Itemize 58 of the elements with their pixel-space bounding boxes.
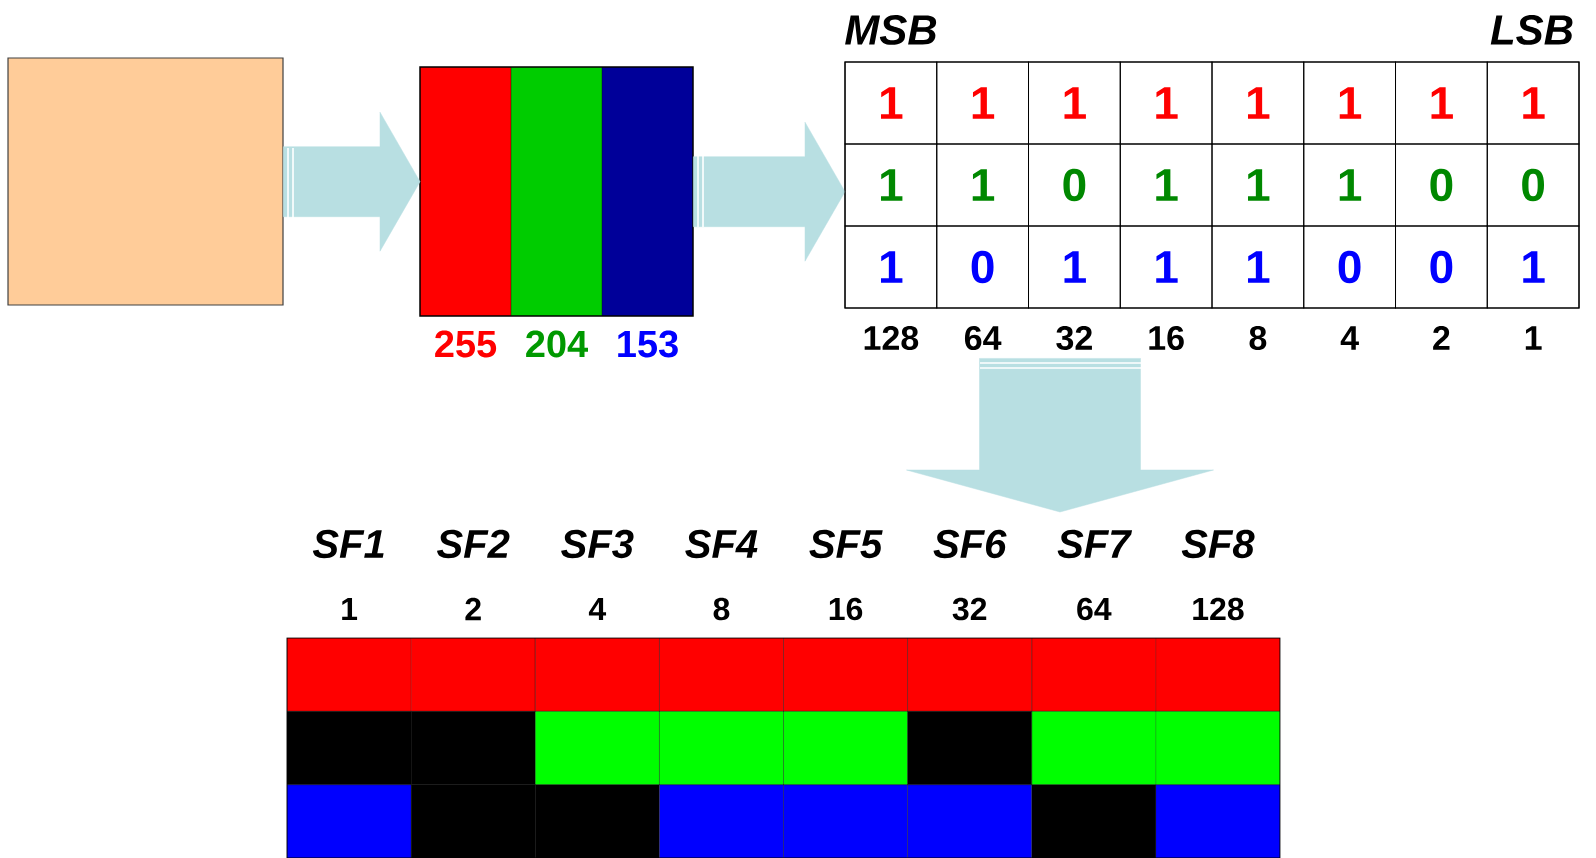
- table-cell: 1: [1211, 61, 1305, 145]
- table-cell: 1: [1211, 143, 1305, 227]
- table-cell: 1: [1119, 61, 1213, 145]
- weight-label: 8: [713, 597, 730, 621]
- weight-label: 32: [1056, 325, 1092, 351]
- table-cell: 1: [1303, 61, 1396, 145]
- subframe-label: SF1: [312, 529, 384, 559]
- weight-label: 4: [588, 598, 607, 620]
- table-cell: 1: [1303, 143, 1396, 227]
- table-cell: 0: [1486, 143, 1580, 227]
- weight-label: 64: [1077, 597, 1112, 621]
- table-cell: 0: [1395, 143, 1488, 227]
- value-label: 153: [618, 330, 678, 358]
- bit-order-label: MSB: [845, 15, 937, 45]
- weight-label: 128: [864, 325, 919, 351]
- table-cell: 1: [844, 143, 938, 227]
- subframe-label: SF7: [1057, 529, 1133, 559]
- block-arrow: [693, 121, 846, 262]
- subframe-label: SF4: [685, 529, 758, 559]
- weight-label: 128: [1193, 597, 1244, 621]
- weight-label: 1: [1525, 326, 1542, 350]
- table-cell: 1: [1486, 61, 1580, 145]
- weight-label: 64: [964, 325, 1002, 351]
- subframe-label: SF2: [437, 529, 510, 559]
- table-cell: 1: [1211, 225, 1305, 309]
- color-swatch: [7, 57, 284, 306]
- table-cell: 1: [1486, 225, 1580, 309]
- subframe-label: SF3: [561, 529, 634, 559]
- block-arrow: [283, 111, 421, 252]
- table-cell: 0: [936, 225, 1029, 309]
- table-cell: 1: [1395, 61, 1488, 145]
- value-label: 255: [435, 330, 497, 358]
- table-cell: 1: [844, 225, 938, 309]
- subframe-grid: [286, 637, 1281, 858]
- bit-order-label: LSB: [1490, 15, 1573, 45]
- table-cell: 0: [1303, 225, 1396, 309]
- subframe-label: SF8: [1181, 529, 1255, 559]
- weight-label: 8: [1249, 325, 1267, 351]
- subframe-label: SF6: [933, 529, 1007, 559]
- table-cell: 0: [1028, 143, 1121, 227]
- table-cell: 1: [936, 143, 1029, 227]
- value-label: 204: [526, 330, 588, 358]
- rgb-bars: [419, 66, 694, 317]
- weight-label: 16: [829, 597, 863, 621]
- weight-label: 2: [465, 597, 481, 621]
- table-cell: 1: [1028, 225, 1121, 309]
- weight-label: 1: [342, 598, 358, 620]
- table-cell: 1: [1119, 225, 1213, 309]
- table-cell: 0: [1395, 225, 1488, 309]
- table-cell: 1: [844, 61, 938, 145]
- weight-label: 2: [1433, 326, 1450, 350]
- table-cell: 1: [1028, 61, 1121, 145]
- weight-label: 16: [1149, 325, 1184, 351]
- table-cell: 1: [936, 61, 1029, 145]
- weight-label: 4: [1340, 326, 1359, 350]
- subframe-label: SF5: [809, 529, 883, 559]
- weight-label: 32: [952, 597, 987, 621]
- table-cell: 1: [1119, 143, 1213, 227]
